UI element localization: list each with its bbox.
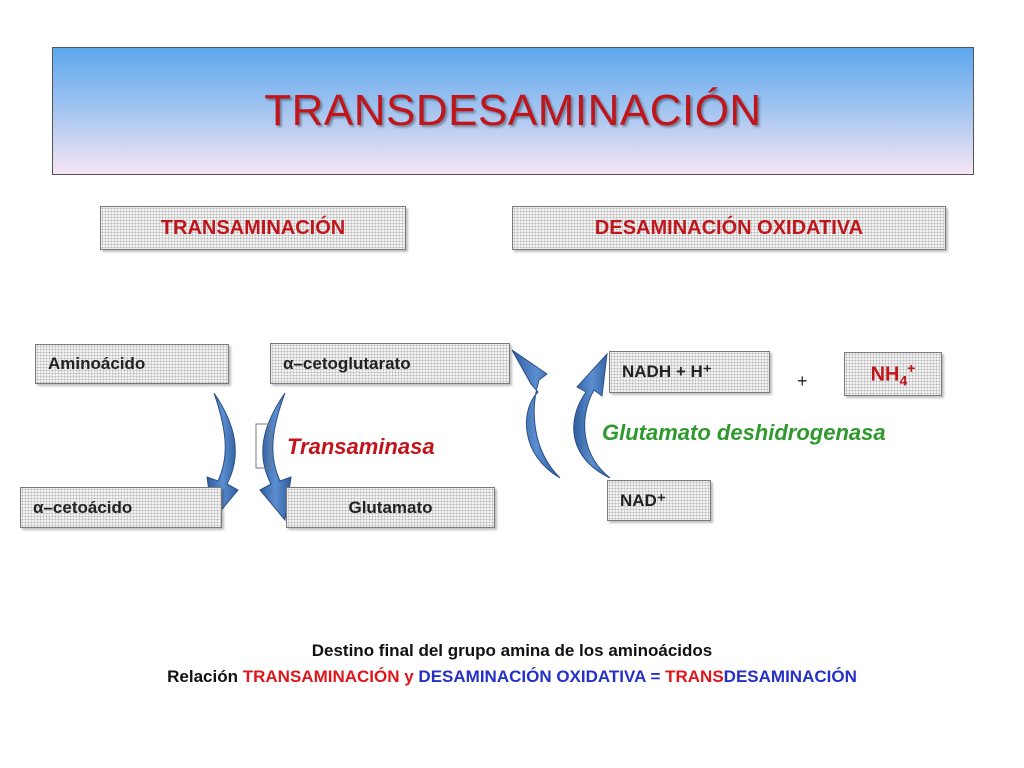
section-transamination-label: TRANSAMINACIÓN [160,216,346,239]
compound-nadh-label: NADH + H⁺ [622,362,712,381]
arrow-nad-to-nadh [573,352,611,479]
compound-glutamate-label: Glutamato [348,497,433,517]
ammonium-base: NH [870,363,900,386]
footer-oxidative-deamination: DESAMINACIÓN OXIDATIVA [418,667,646,686]
transaminase-bracket [255,423,271,469]
arrow-ketoglutarate-to-glutamate [259,392,292,522]
compound-glutamate: Glutamato [286,487,495,528]
compound-ammonium-label: NH4+ [871,360,916,389]
compound-alpha-ketoacid: α–cetoácido [20,487,222,528]
footer-line-2: Relación TRANSAMINACIÓN y DESAMINACIÓN O… [0,667,1024,687]
footer-equals: = [645,667,666,686]
section-transamination: TRANSAMINACIÓN [100,206,406,250]
compound-nad: NAD⁺ [607,480,711,521]
plus-sign: + [797,371,808,391]
compound-nad-label: NAD⁺ [620,491,666,510]
compound-ammonium: NH4+ [844,352,942,396]
ammonium-superscript: + [907,359,916,376]
compound-nadh: NADH + H⁺ [609,351,770,393]
footer-and: y [399,667,419,686]
footer-relation-label: Relación [167,667,243,686]
footer-line-1: Destino final del grupo amina de los ami… [311,641,713,660]
footer-trans-prefix: TRANS [665,667,724,686]
ammonium-subscript: 4 [899,372,908,389]
arrow-glutamate-to-ketoglutarate [511,349,561,479]
footer-desamination-suffix: DESAMINACIÓN [723,667,857,686]
page-title: TRANSDESAMINACIÓN [264,86,762,135]
compound-alpha-ketoacid-label: α–cetoácido [33,497,133,517]
enzyme-glutamate-dehydrogenase: Glutamato deshidrogenasa [602,420,886,445]
compound-aminoacid: Aminoácido [35,344,229,384]
footer-transamination: TRANSAMINACIÓN [242,667,400,686]
compound-alpha-ketoglutarate-label: α–cetoglutarato [283,353,411,373]
title-banner: TRANSDESAMINACIÓN [52,47,974,175]
section-oxidative-deamination: DESAMINACIÓN OXIDATIVA [512,206,946,250]
section-oxidative-deamination-label: DESAMINACIÓN OXIDATIVA [594,216,864,239]
compound-alpha-ketoglutarate: α–cetoglutarato [270,343,510,384]
compound-aminoacid-label: Aminoácido [48,354,146,373]
enzyme-transaminase: Transaminasa [287,434,435,459]
